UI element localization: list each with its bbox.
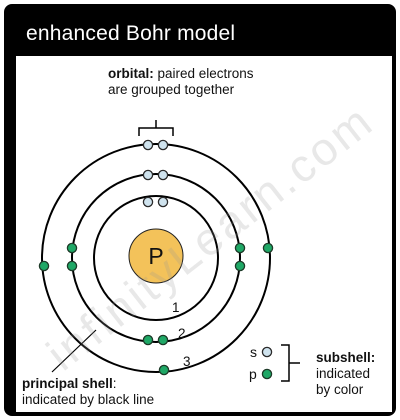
orbital-callout-line2: are grouped together: [108, 82, 235, 97]
electron-s: [157, 169, 169, 181]
subshell-callout-title: subshell:: [316, 350, 376, 365]
subshell-callout-line3: by color: [316, 382, 364, 397]
principal-shell-callout: principal shell: indicated by black line: [22, 376, 154, 408]
electron-p: [157, 334, 169, 346]
electron-s: [142, 196, 154, 208]
shell-3-label: 3: [183, 354, 191, 369]
orbital-callout-title: orbital:: [108, 66, 154, 81]
electron-s: [157, 196, 169, 208]
electron-s: [142, 139, 154, 151]
p-electrons: [38, 242, 274, 376]
legend-p-dot: [261, 368, 273, 380]
shell-3-ring: [41, 143, 271, 373]
principal-callout-line2: indicated by black line: [22, 392, 155, 407]
subshell-callout: subshell: indicated by color: [316, 350, 375, 398]
legend-s-label: s: [250, 344, 257, 360]
electron-p: [234, 260, 246, 272]
figure-frame: enhanced Bohr model: [4, 4, 396, 416]
electron-p: [234, 242, 246, 254]
diagram-panel: [16, 56, 392, 412]
shell-1-label: 1: [172, 300, 180, 315]
orbital-callout: orbital: paired electrons are grouped to…: [108, 66, 254, 98]
s-electrons: [142, 139, 169, 208]
principal-shell-pointer: [51, 329, 97, 373]
shell-1-ring: [93, 195, 219, 321]
legend-s-dot: [261, 346, 273, 358]
electron-s: [142, 169, 154, 181]
electron-p: [38, 260, 50, 272]
nucleus: [128, 228, 184, 284]
electron-p: [262, 242, 274, 254]
electron-p: [66, 260, 78, 272]
electron-p: [158, 364, 170, 376]
electron-p: [66, 242, 78, 254]
figure-title: enhanced Bohr model: [26, 22, 236, 45]
principal-callout-title: principal shell: [22, 376, 113, 391]
electron-s: [157, 139, 169, 151]
orbital-bracket: [138, 120, 174, 136]
subshell-callout-line2: indicated: [316, 366, 371, 381]
orbital-callout-text: paired electrons: [153, 66, 254, 81]
shell-2-ring: [71, 173, 241, 343]
principal-callout-colon: :: [112, 376, 117, 391]
electron-p: [142, 334, 154, 346]
shell-2-label: 2: [178, 326, 186, 341]
legend-p-label: p: [249, 366, 257, 382]
subshell-bracket: [281, 344, 300, 382]
nucleus-symbol: P: [148, 243, 163, 269]
